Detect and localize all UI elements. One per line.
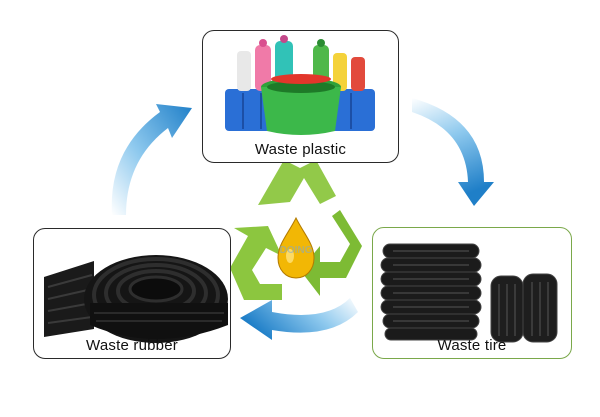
watermark-text: DOING	[280, 245, 313, 256]
recycle-icon	[230, 160, 362, 300]
waste-tire-card: Waste tire	[372, 227, 572, 359]
rubber-image	[44, 255, 228, 343]
arrow-plastic-to-tire	[412, 98, 494, 206]
arrow-tire-to-rubber	[240, 298, 358, 340]
waste-tire-label: Waste tire	[437, 337, 507, 354]
waste-plastic-card: Waste plastic	[202, 30, 399, 163]
waste-plastic-label: Waste plastic	[254, 141, 347, 158]
waste-rubber-label: Waste rubber	[86, 337, 178, 354]
oil-drop-icon	[277, 216, 315, 279]
plastic-image	[225, 35, 375, 135]
tire-image	[380, 243, 558, 343]
arrow-rubber-to-plastic	[111, 104, 192, 215]
waste-rubber-card: Waste rubber	[33, 228, 231, 359]
